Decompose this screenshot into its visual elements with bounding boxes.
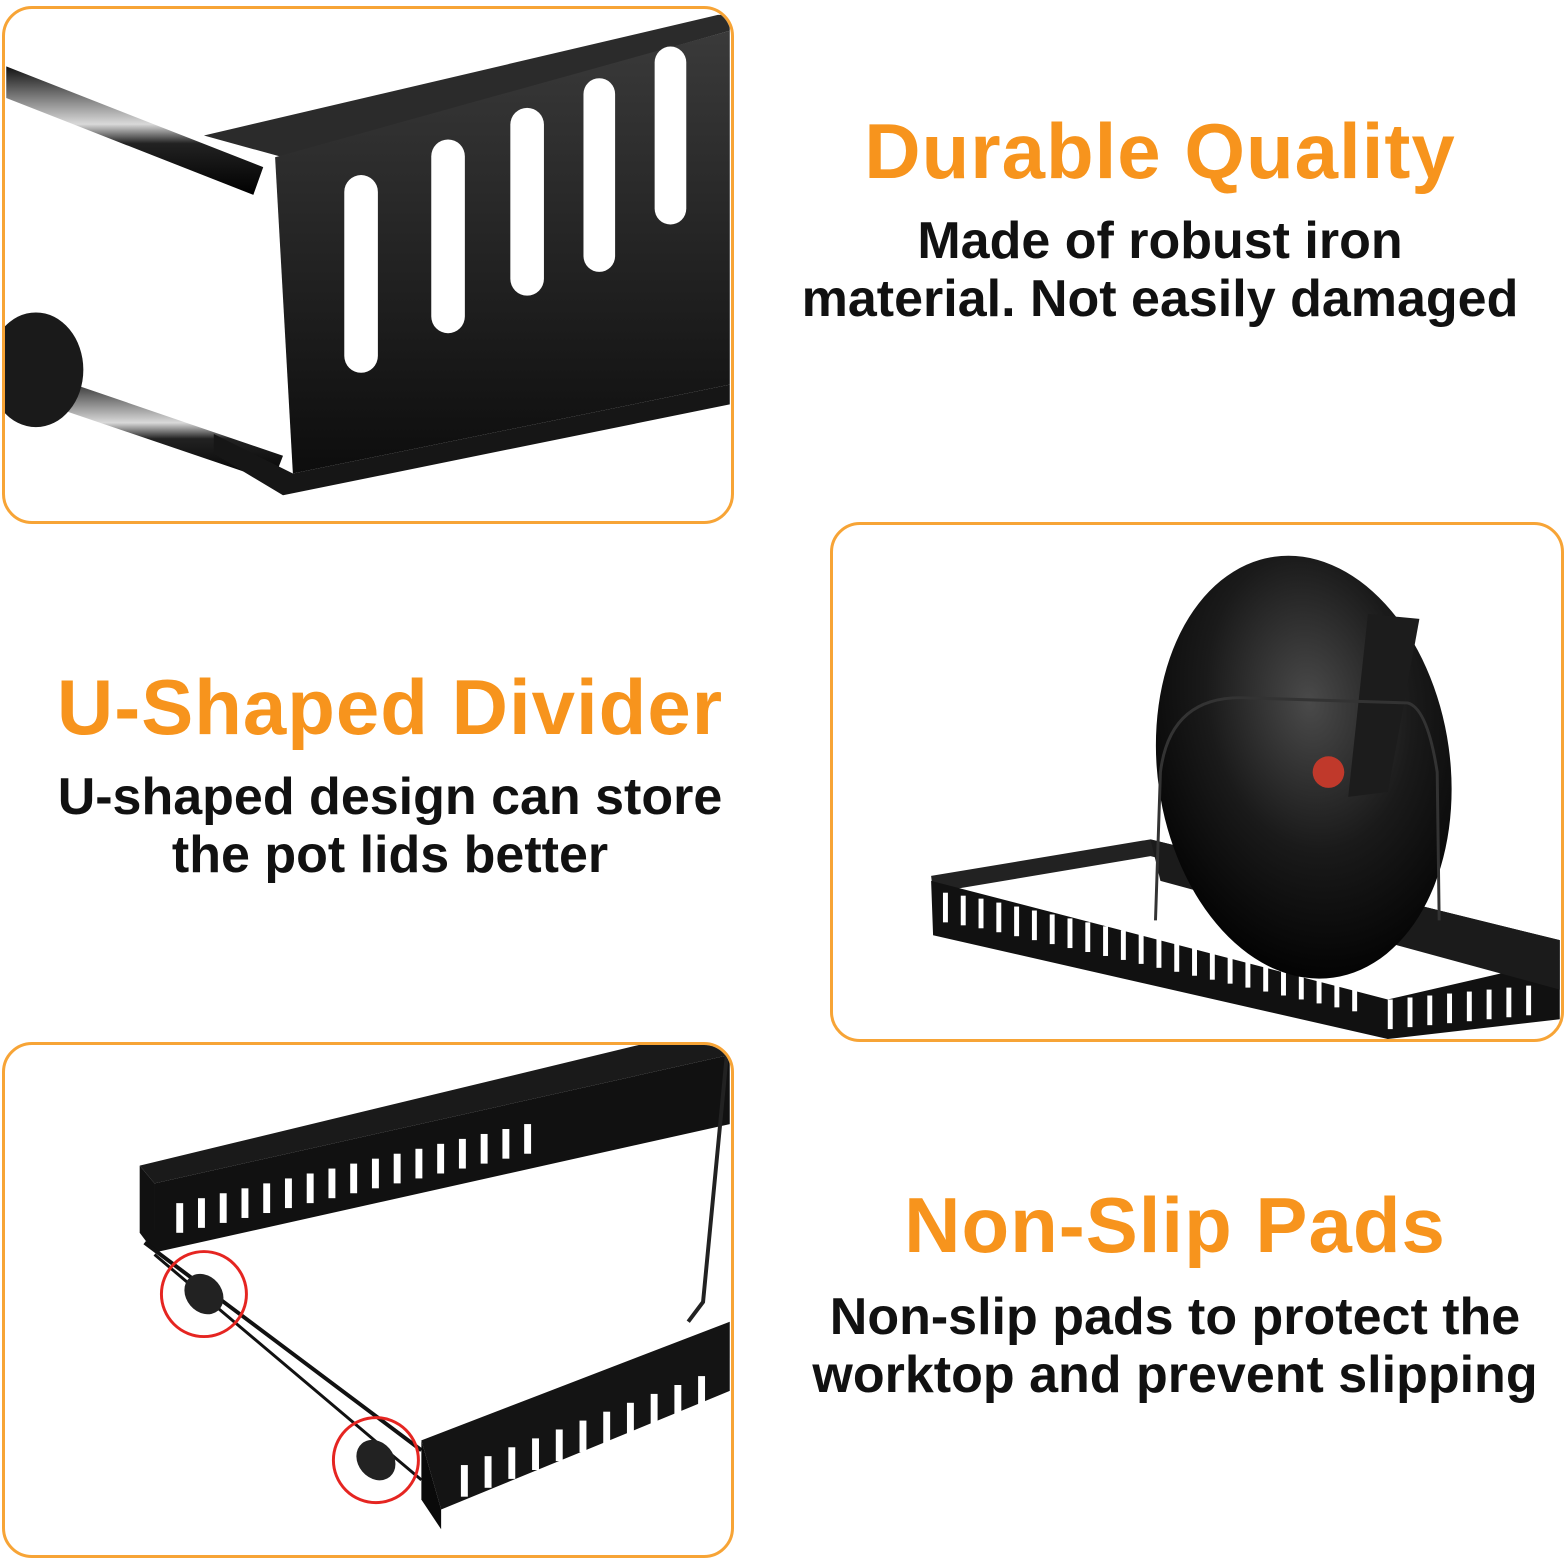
feature-description: U-shaped design can store the pot lids b…: [20, 768, 760, 884]
description-line: the pot lids better: [171, 826, 609, 884]
highlight-circle: [331, 1416, 420, 1505]
pot-lid-divider-image: [830, 522, 1564, 1042]
description-line: U-shaped design can store: [57, 768, 723, 826]
description-line: Non-slip pads to protect the: [829, 1288, 1521, 1346]
description-line: worktop and prevent slipping: [812, 1346, 1538, 1404]
feature-description: Non-slip pads to protect the worktop and…: [790, 1288, 1560, 1404]
non-slip-pads-image: [2, 1042, 734, 1558]
feature-description: Made of robust iron material. Not easily…: [770, 212, 1550, 328]
feature-non-slip-pads: Non-Slip Pads Non-slip pads to protect t…: [790, 1186, 1560, 1404]
feature-title: Durable Quality: [864, 107, 1456, 195]
non-slip-pads-illustration: [139, 1045, 730, 1530]
highlight-circle: [159, 1250, 248, 1339]
feature-title: U-Shaped Divider: [56, 663, 724, 751]
description-line: material. Not easily damaged: [801, 270, 1519, 328]
description-line: Made of robust iron: [917, 212, 1403, 270]
feature-u-shaped-divider: U-Shaped Divider U-shaped design can sto…: [20, 668, 760, 884]
rack-closeup-image: [2, 6, 734, 524]
feature-title: Non-Slip Pads: [904, 1181, 1446, 1269]
rack-rail-illustration: [5, 14, 730, 496]
pot-lid-illustration: [931, 555, 1560, 1039]
feature-durable-quality: Durable Quality Made of robust iron mate…: [770, 112, 1550, 328]
